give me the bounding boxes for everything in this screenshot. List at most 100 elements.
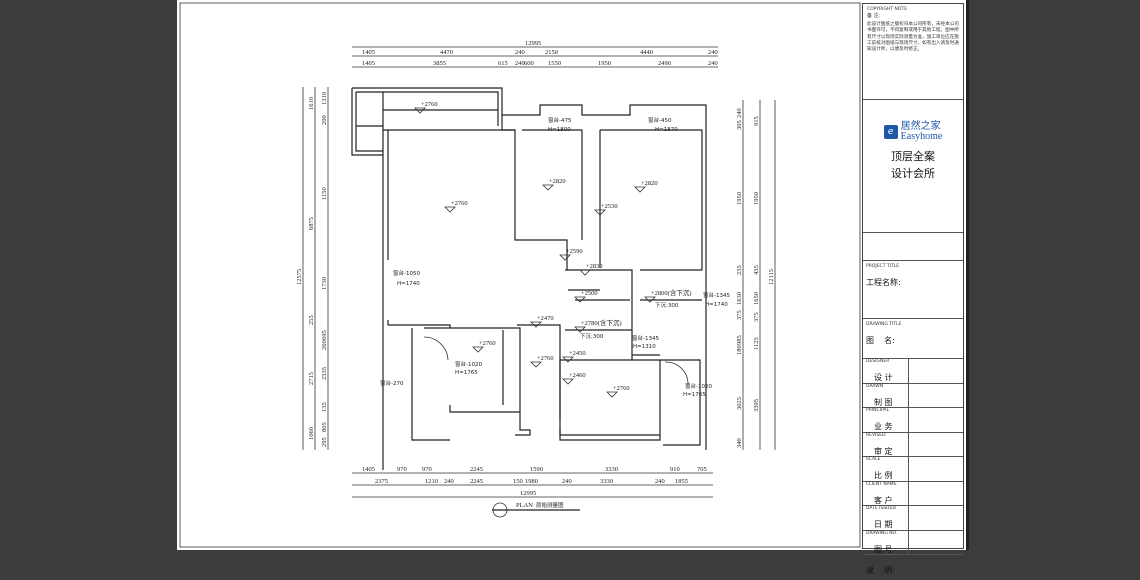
bottom-dimension: 970 [422, 466, 432, 473]
brand-logo-icon: e [883, 125, 898, 139]
elevation-marker [606, 391, 618, 398]
elevation-marker [579, 269, 591, 276]
overall-width-dimension: 12995 [520, 490, 536, 497]
bottom-dimension: 240 [444, 478, 454, 485]
elevation-label: +2760 [613, 385, 630, 392]
right-dimension: 3025 [736, 397, 743, 410]
top-dimension: 1405 [362, 49, 375, 56]
bottom-dimension: 705 [697, 466, 707, 473]
right-dimension: 435 [753, 265, 760, 275]
bottom-dimension: 2375 [375, 478, 388, 485]
top-dimension: 1950 [598, 60, 611, 67]
top-dimension: 240 [708, 60, 718, 67]
elevation-label: +2590 [566, 248, 583, 255]
right-dimension: 915 [753, 116, 760, 126]
elevation-label: +2530 [601, 203, 618, 210]
elevation-label: +2460 [569, 372, 586, 379]
elevation-label: +2500 [581, 290, 598, 297]
bottom-dimension: 240 [562, 478, 572, 485]
elevation-marker [530, 321, 542, 328]
dimension-lines [302, 46, 776, 498]
brand-logo: e 居然之家 Easyhome [863, 122, 963, 142]
title-block-row: DESIGNER 设 计 [863, 359, 963, 384]
top-dimension: 240 [515, 49, 525, 56]
plan-subtitle: 原始测量图 [536, 501, 564, 509]
row-label: 日 期 [874, 520, 893, 529]
brand-cn: 居然之家 [900, 121, 941, 132]
elevation-label: +2780(含下沉) [581, 318, 622, 327]
elevation-label: +2760 [421, 101, 438, 108]
right-dimension: 340 [736, 438, 743, 448]
sheet-border [966, 0, 969, 550]
row-label-en: PRINCIPAL [866, 408, 890, 413]
bottom-dimension: 1210 [425, 478, 438, 485]
firm-line2: 设计会所 [891, 167, 935, 180]
window-label: 窗台-270 [380, 379, 404, 387]
top-dimension: 4470 [440, 49, 453, 56]
firm-line1: 顶层全案 [891, 150, 935, 163]
elevation-marker [634, 186, 646, 193]
elevation-label: +2800(含下沉) [651, 288, 692, 297]
top-dimension: 2490 [658, 60, 671, 67]
window-label: H=1740 [705, 302, 728, 308]
right-dimension: 305 [736, 120, 743, 130]
bottom-dimension: 1855 [675, 478, 688, 485]
walls [351, 87, 707, 470]
row-label: 客 户 [874, 495, 893, 505]
row-label: 业 务 [874, 422, 893, 431]
left-dimension: 1150 [321, 187, 328, 200]
copyright-note: 此设计图纸之版权归本公司所有，未经本公司书面许可，不得复制或用于其他工程。图中所… [867, 22, 959, 53]
elevation-marker [472, 346, 484, 353]
overall-width-dimension: 12995 [525, 40, 541, 47]
elevation-marker [542, 184, 554, 191]
left-dimension: 695 [321, 330, 328, 340]
window-label: H=1800 [548, 127, 571, 133]
row-label: 比 例 [874, 471, 893, 480]
title-block-row: DRAWING NO.图 号 [863, 530, 963, 555]
top-dimension: 3855 [433, 60, 446, 67]
drawing-sheet [177, 0, 967, 550]
row-label: 设 计 [874, 373, 893, 382]
elevation-marker [644, 296, 656, 303]
elevation-marker [594, 209, 606, 216]
row-label-en: REVISED [866, 432, 886, 438]
left-dimension: 295 [321, 437, 328, 447]
elevation-label: +2830 [586, 263, 603, 270]
brand-en: Easyhome [900, 131, 943, 142]
bottom-dimension: 2245 [470, 466, 483, 473]
doors [423, 336, 689, 386]
row-label-en: DESIGNER [866, 359, 890, 364]
left-dimension: 1610 [308, 97, 315, 110]
left-dimension: 1060 [308, 427, 315, 440]
top-dimension: 4440 [640, 49, 653, 56]
window-label: 窗台-1345 [703, 291, 730, 299]
elevation-marker [559, 254, 571, 261]
window-label: H=1765 [683, 392, 706, 398]
window-label: 窗台-1345 [632, 334, 659, 342]
left-dimension: 1730 [321, 277, 328, 290]
row-label-en: CLIENT NAME [866, 481, 897, 487]
left-dimension: 260 [321, 340, 328, 350]
drawing-label: 图 名: [866, 336, 895, 345]
elevation-marker [414, 107, 426, 114]
elevation-marker [530, 361, 542, 368]
right-dimension: 235 [736, 265, 743, 275]
elevation-label: +2760 [451, 200, 468, 207]
bottom-dimension: 3330 [605, 466, 618, 473]
overall-height-dimension: 12115 [768, 269, 775, 285]
left-dimension: 2715 [308, 372, 315, 385]
left-dimension: 1310 [321, 92, 328, 105]
left-dimension: 6875 [308, 217, 315, 230]
elevation-label: +2760 [537, 355, 554, 362]
row-label: 图 号 [874, 544, 893, 554]
left-dimension: 2335 [321, 367, 328, 380]
right-dimension: 985 [736, 335, 743, 345]
right-dimension: 375 [736, 310, 743, 320]
top-dimension: 2150 [545, 49, 558, 56]
elevation-label: +2470 [537, 315, 554, 322]
window-label: H=1740 [397, 281, 420, 287]
